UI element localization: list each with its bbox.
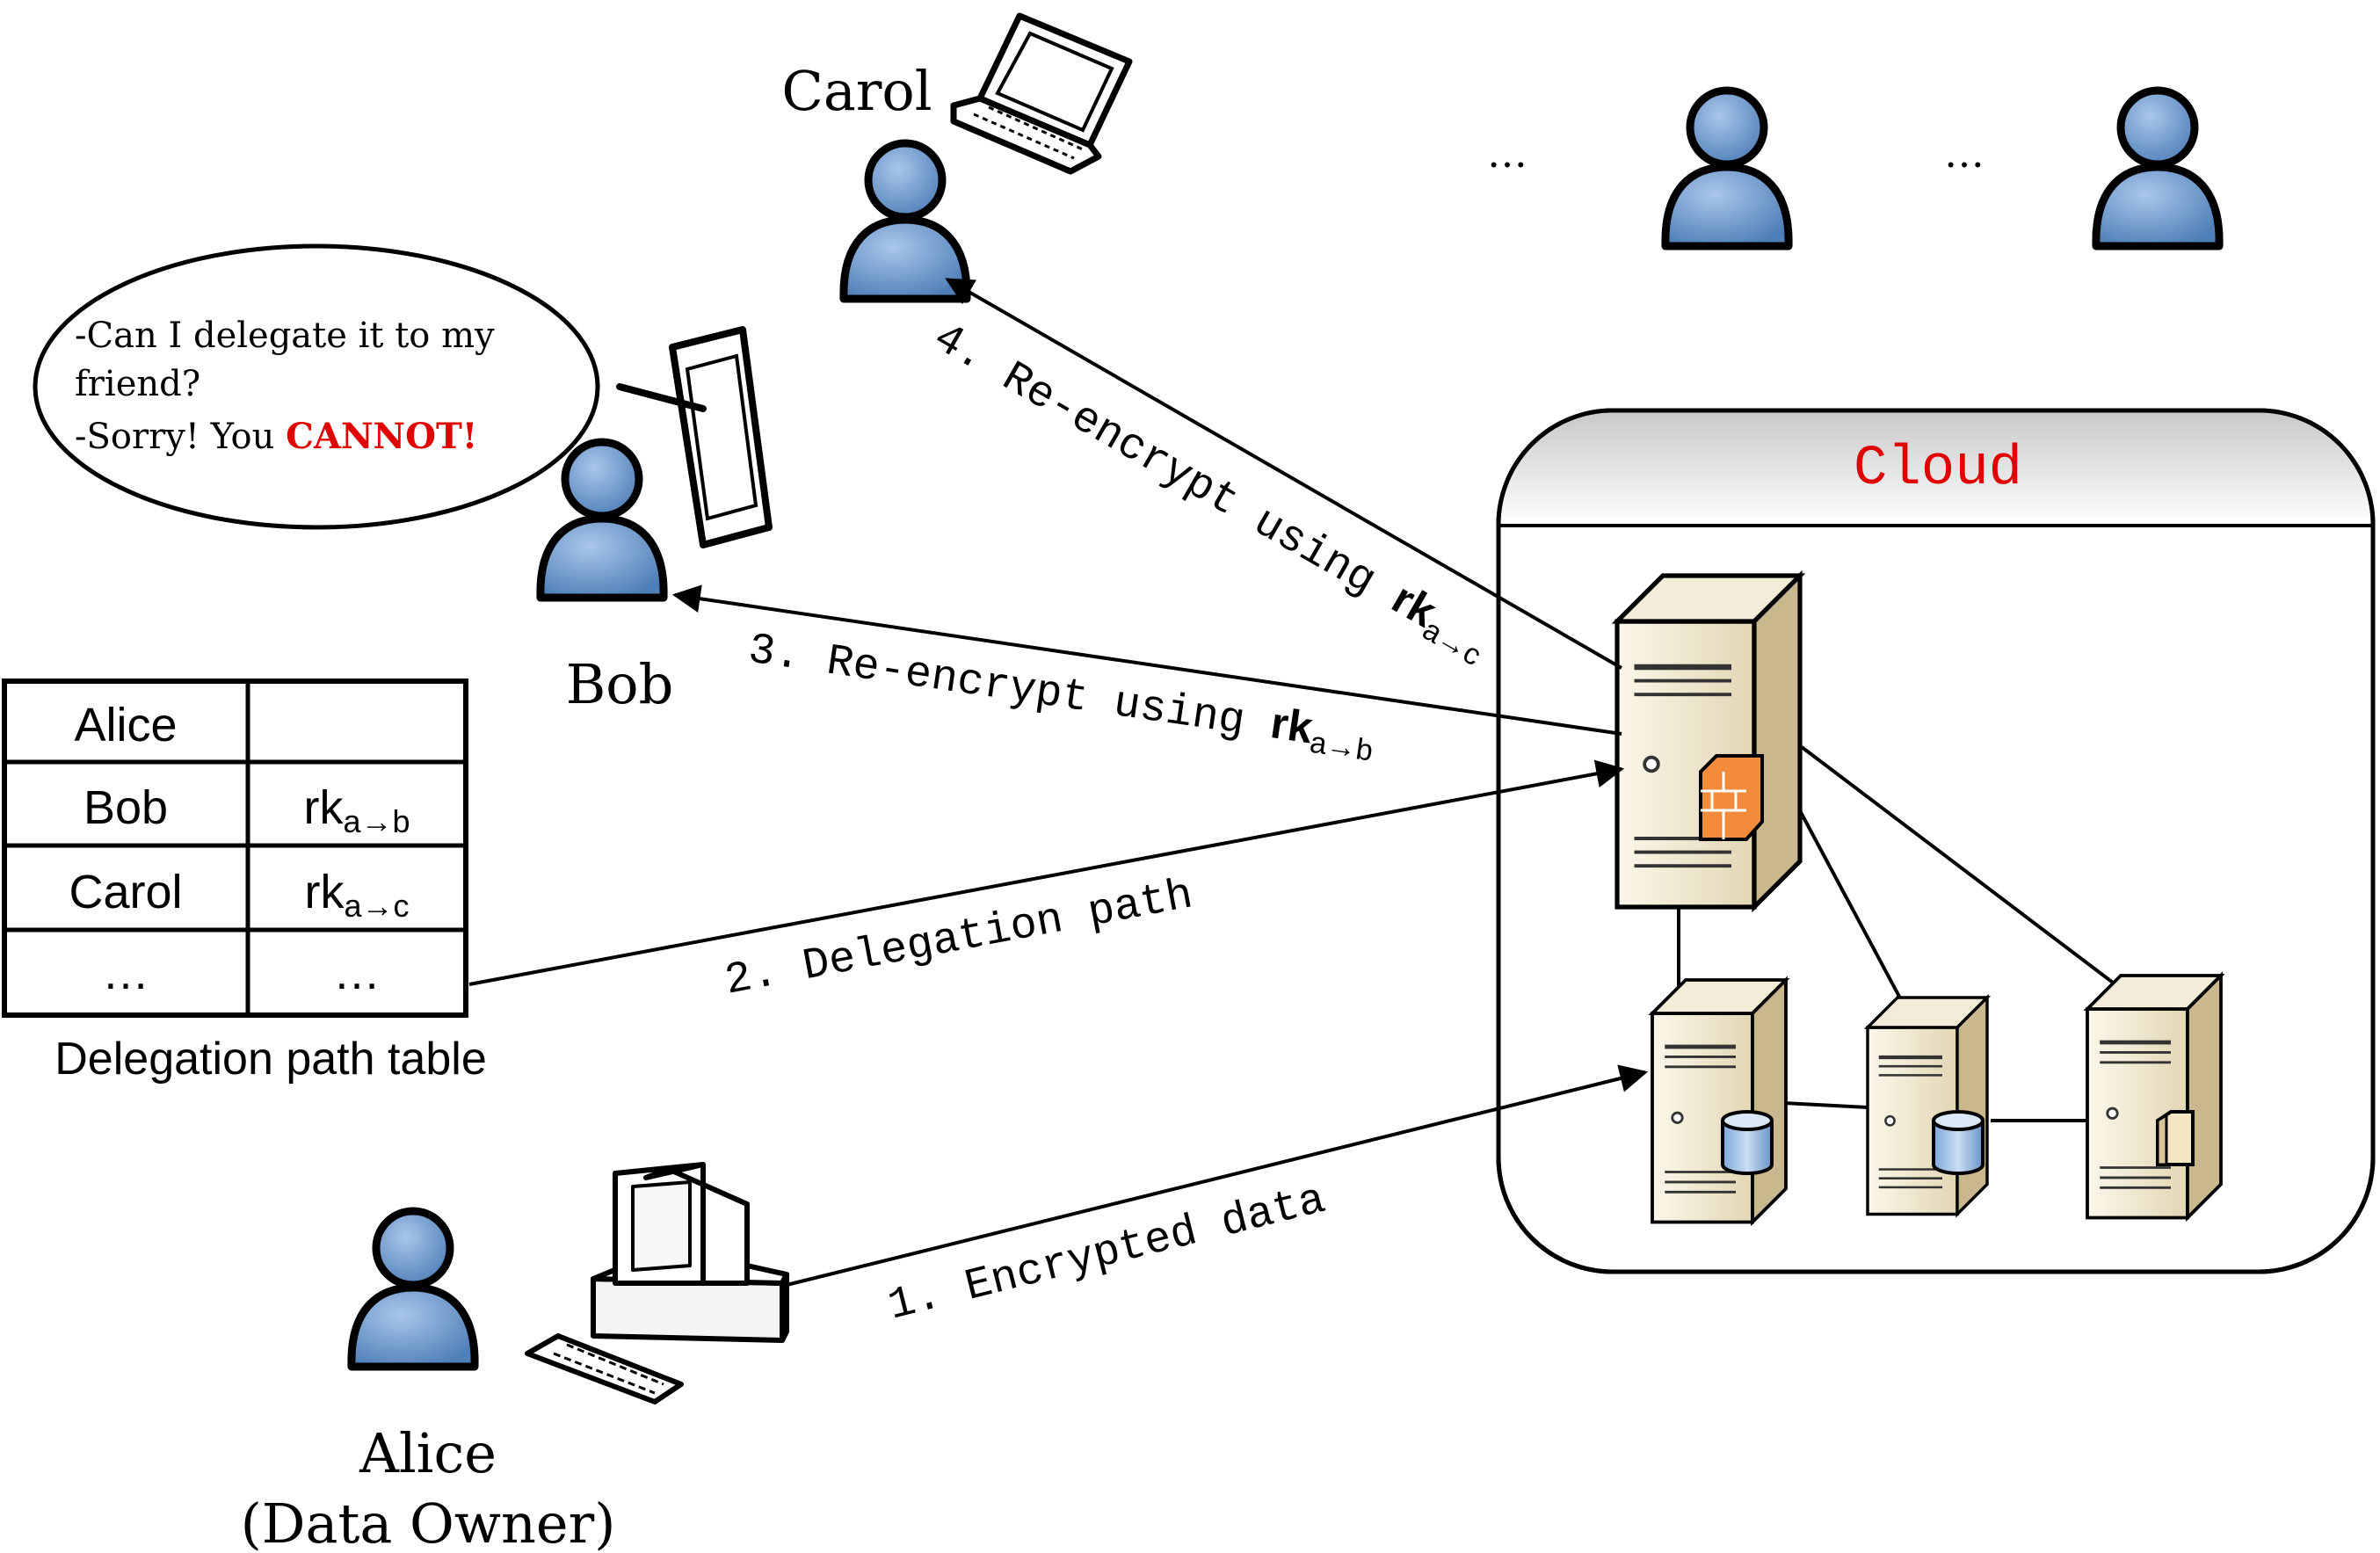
cloud-title: Cloud	[1854, 438, 2022, 501]
alice-role-label: (Data Owner)	[241, 1491, 616, 1553]
user-icon	[1665, 91, 1789, 246]
carol-user-icon	[844, 143, 967, 299]
firewall-icon	[1699, 754, 1764, 841]
bubble-line-1: -Can I delegate it to my	[75, 316, 495, 356]
arrow-delegation-path	[468, 759, 1625, 986]
alice-user-icon	[352, 1211, 475, 1367]
label-encrypted-data: 1. Encrypted data	[883, 1175, 1331, 1332]
table-cell-key: …	[333, 947, 381, 999]
cannot-emphasis: CANNOT!	[286, 416, 477, 457]
storage-server-icon	[1868, 998, 1987, 1215]
speech-bubble: -Can I delegate it to my friend? -Sorry!…	[33, 243, 600, 530]
label-reencrypt-bob: 3. Re-encrypt using rka→b	[744, 621, 1378, 767]
bubble-line-3-prefix: -Sorry! You	[75, 417, 286, 457]
database-icon	[1932, 1110, 1985, 1175]
desktop-computer-icon	[525, 1162, 789, 1404]
arrow-reencrypt-carol	[945, 278, 1622, 670]
bubble-line-3: -Sorry! You CANNOT!	[75, 416, 477, 457]
user-icon	[2096, 91, 2219, 246]
arrow-reencrypt-bob	[671, 584, 1622, 736]
bob-user-icon	[541, 442, 664, 598]
delegation-path-table: Alice Bob Carol … rka→b rka→c …	[2, 679, 468, 1018]
bob-label: Bob	[566, 652, 674, 716]
gateway-server-icon	[1617, 576, 1800, 907]
table-cell-name: Alice	[74, 699, 177, 751]
label-delegation-path: 2. Delegation path	[721, 870, 1196, 1006]
more-users-ellipsis: …	[1944, 129, 1985, 177]
label-reencrypt-carol: 4. Re-encrypt using rka→c	[924, 310, 1498, 672]
table-cell-key: rka→b	[303, 781, 410, 839]
table-cell-key: rka→c	[304, 866, 409, 924]
tablet-icon	[616, 326, 773, 548]
arrows	[468, 278, 1649, 1287]
alice-label: Alice	[359, 1421, 497, 1485]
table-cell-name: Bob	[83, 781, 168, 834]
carol-label: Carol	[781, 59, 932, 123]
arrow-encrypted-data	[786, 1064, 1649, 1287]
laptop-icon	[950, 12, 1133, 175]
more-users-ellipsis: …	[1487, 129, 1527, 177]
table-cell-name: Carol	[69, 866, 182, 918]
table-caption: Delegation path table	[54, 1034, 487, 1085]
database-icon	[1721, 1110, 1774, 1175]
bubble-line-2: friend?	[75, 364, 200, 404]
file-server-icon	[2087, 976, 2221, 1218]
folder-icon	[2156, 1110, 2195, 1166]
storage-server-icon	[1652, 980, 1786, 1223]
table-cell-name: …	[102, 947, 149, 999]
